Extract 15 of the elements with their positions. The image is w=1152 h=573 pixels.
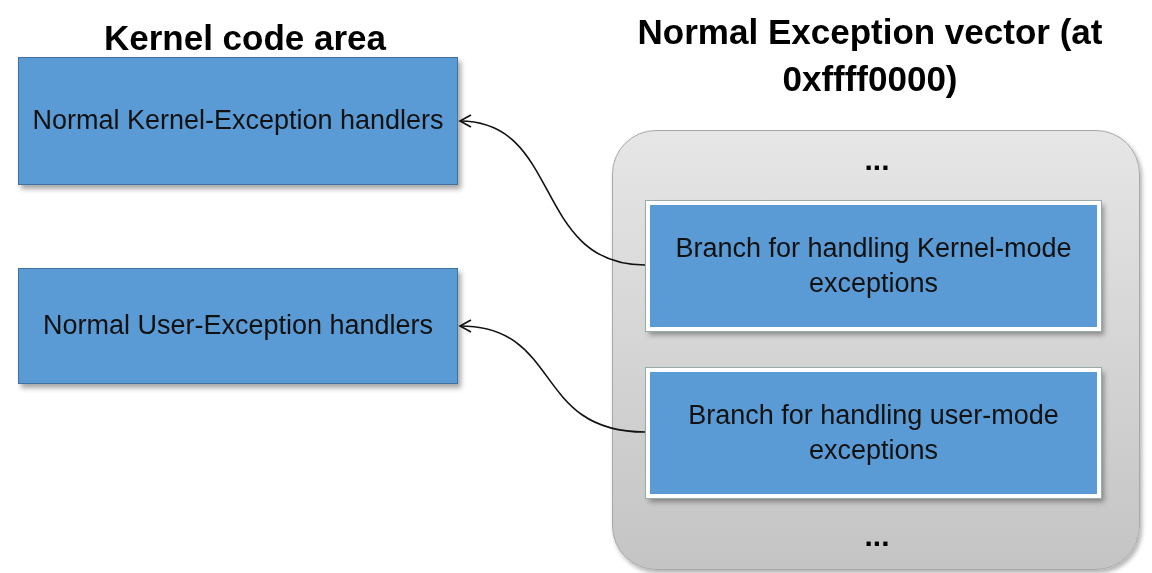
vector-panel: [612, 130, 1140, 570]
curved-arrow: [459, 320, 646, 433]
process-box: [646, 368, 1101, 498]
box-label: Normal Kernel-Exception handlers: [32, 104, 444, 138]
ellipsis: ...: [863, 145, 891, 175]
process-box: [18, 268, 458, 384]
process-box: [18, 57, 458, 185]
curved-arrow: [459, 115, 646, 266]
ellipsis: ...: [863, 521, 891, 551]
section-heading: Normal Exception vector (at 0xffff0000): [636, 11, 1104, 101]
process-box: [646, 201, 1101, 331]
box-label: Normal User-Exception handlers: [42, 309, 434, 343]
column-heading: Kernel code area: [102, 17, 388, 59]
box-label: Branch for handling Kernel-mode exceptions: [674, 231, 1073, 300]
box-label: Branch for handling user-mode exceptions: [687, 398, 1060, 467]
